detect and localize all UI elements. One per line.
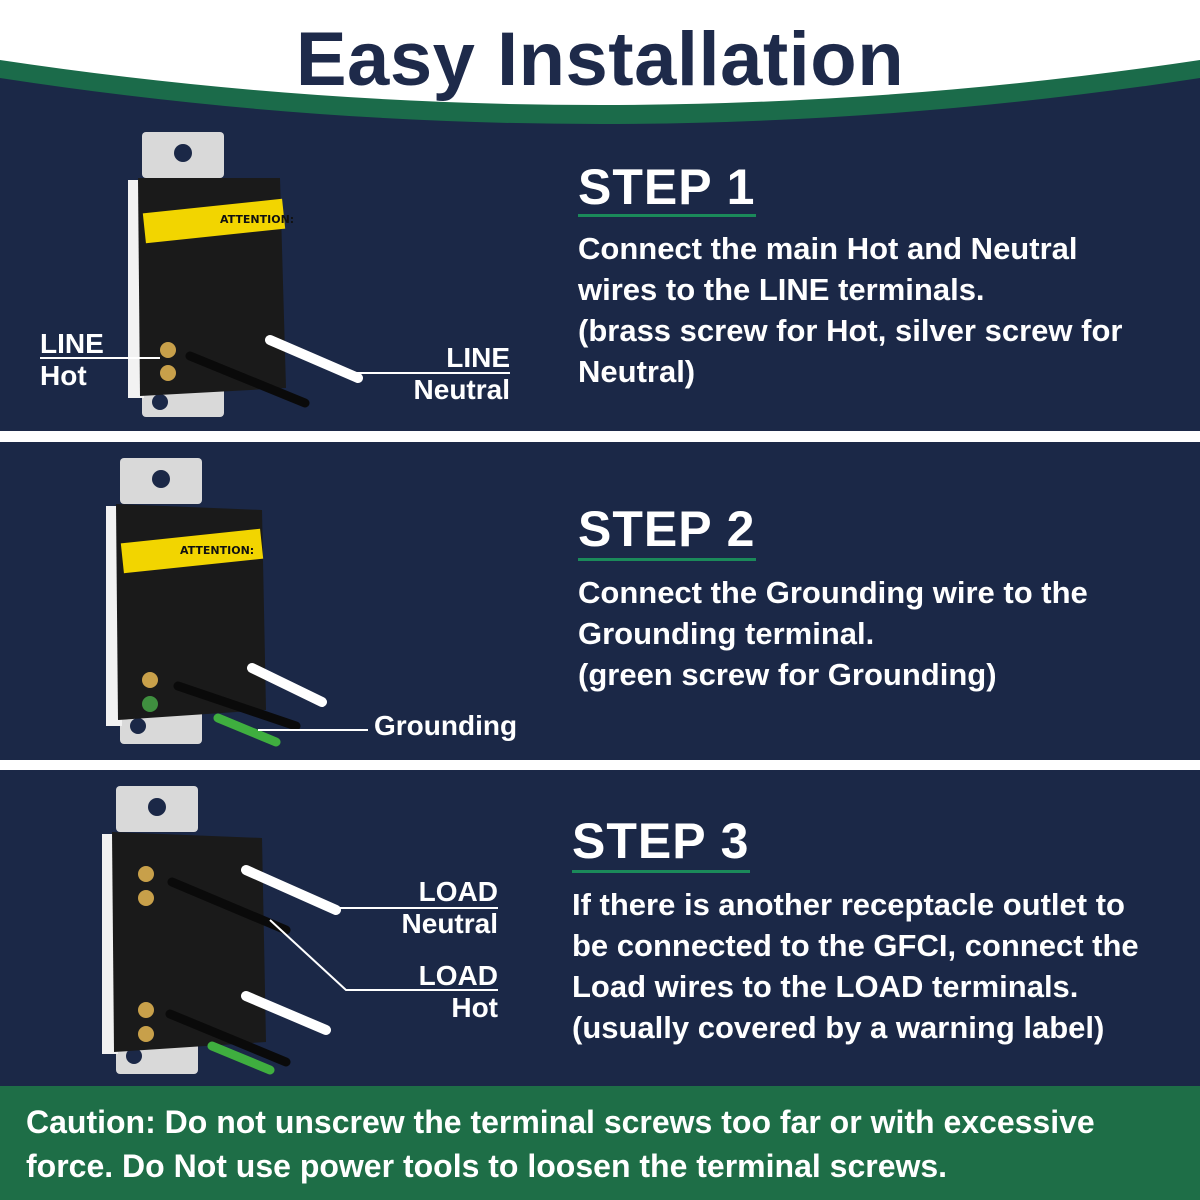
caution-text: Caution: Do not unscrew the terminal scr… bbox=[26, 1104, 1095, 1184]
caution-banner: Caution: Do not unscrew the terminal scr… bbox=[0, 1086, 1200, 1200]
step-2-panel: ATTENTION: Grounding STEP 2 Connect the … bbox=[0, 442, 1200, 760]
load-neutral-label: LOAD Neutral bbox=[401, 876, 498, 939]
green-wire-icon bbox=[207, 1041, 275, 1075]
white-wire-icon bbox=[241, 991, 331, 1035]
step-3-title: STEP 3 bbox=[572, 813, 750, 869]
gfci-receptacle-icon: ATTENTION: bbox=[106, 458, 368, 747]
black-wire-icon bbox=[165, 1009, 291, 1067]
black-wire-icon bbox=[173, 681, 301, 731]
svg-text:ATTENTION:: ATTENTION: bbox=[180, 544, 254, 557]
gfci-receptacle-icon: ATTENTION: bbox=[40, 132, 510, 417]
step-2-title: STEP 2 bbox=[578, 501, 756, 557]
black-wire-icon bbox=[185, 351, 310, 408]
step-3-underline bbox=[572, 870, 750, 873]
step-2-text: Connect the Grounding wire to the Ground… bbox=[578, 575, 1088, 692]
step-1-title: STEP 1 bbox=[578, 159, 756, 215]
line-hot-label: LINE Hot bbox=[40, 328, 104, 391]
step-3-text: If there is another receptacle outlet to… bbox=[572, 887, 1139, 1045]
attention-label: ATTENTION: bbox=[220, 213, 294, 226]
line-neutral-label: LINE Neutral bbox=[413, 342, 510, 405]
step-1-panel: ATTENTION: LINE Hot LINE Neutral STEP 1 … bbox=[0, 128, 1200, 431]
white-wire-icon bbox=[241, 865, 341, 915]
step-1-text: Connect the main Hot and Neutral wires t… bbox=[578, 231, 1123, 389]
white-wire-icon bbox=[247, 663, 327, 707]
white-wire-icon bbox=[265, 335, 363, 383]
page-title: Easy Installation bbox=[295, 17, 905, 102]
gfci-receptacle-icon bbox=[102, 786, 498, 1075]
green-wire-icon bbox=[213, 713, 281, 747]
grounding-label: Grounding bbox=[374, 710, 518, 741]
step-2-underline bbox=[578, 558, 756, 561]
step-1-underline bbox=[578, 214, 756, 217]
black-wire-icon bbox=[167, 877, 291, 935]
step-3-panel: LOAD Neutral LOAD Hot STEP 3 If there is… bbox=[0, 770, 1200, 1086]
load-hot-label: LOAD Hot bbox=[418, 960, 498, 1023]
